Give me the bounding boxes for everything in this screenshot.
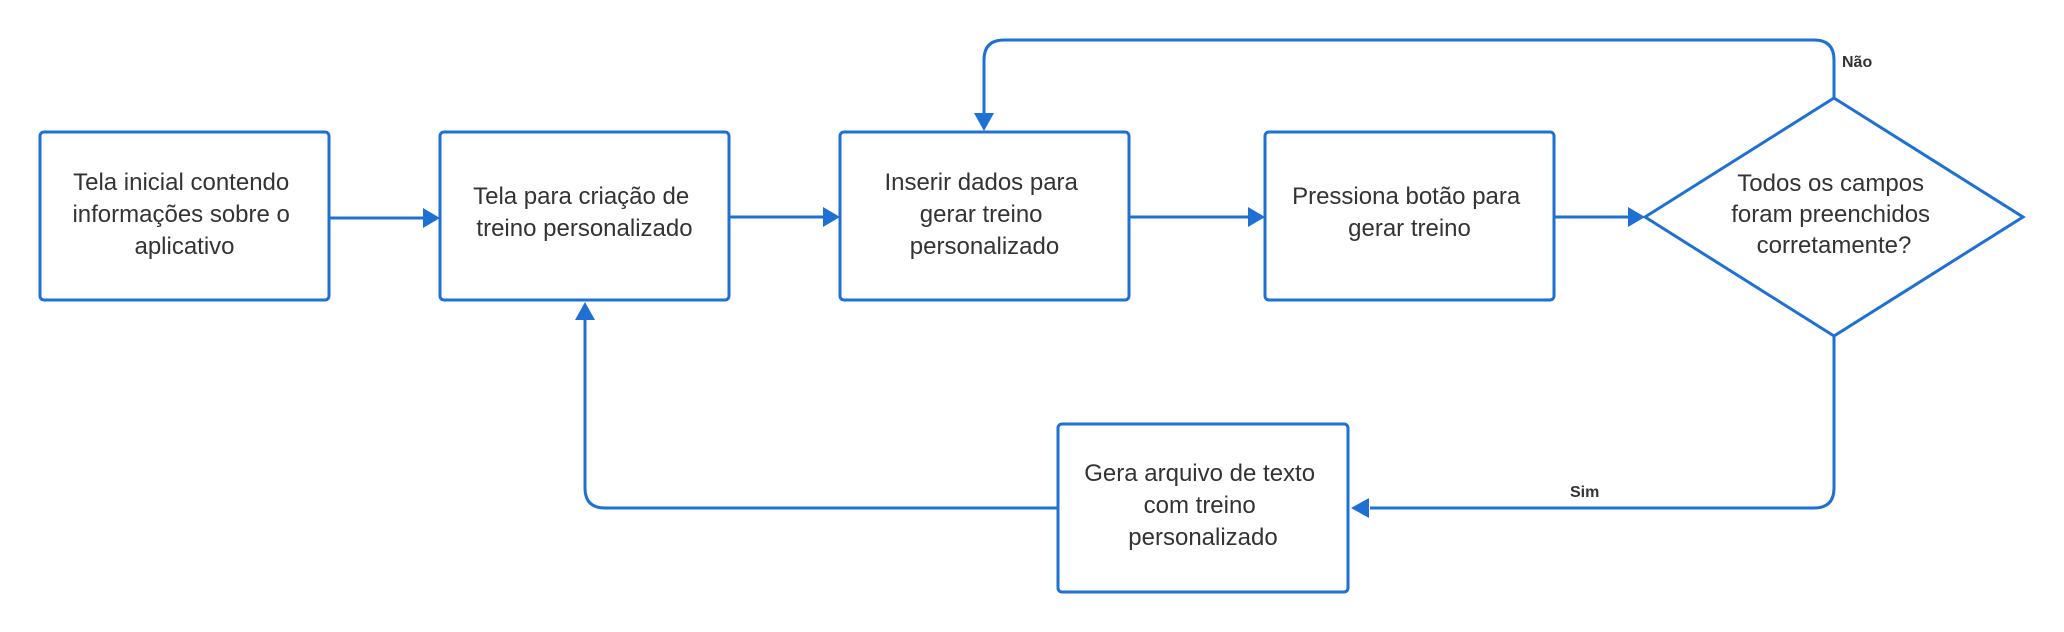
node-gera-arquivo-text: Gera arquivo de texto com treino persona…	[1084, 460, 1321, 551]
node-pressiona-botao-line-2: gerar treino	[1348, 215, 1471, 242]
node-inserir-dados: Inserir dados para gerar treino personal…	[838, 130, 1131, 302]
edge-gera-arquivo-to-tela-criacao	[583, 318, 1058, 510]
node-tela-criacao-line-2: treino personalizado	[476, 215, 692, 242]
node-pressiona-botao-box	[1263, 130, 1556, 302]
arrowhead-inserir-dados-left	[823, 207, 840, 227]
node-gera-arquivo-line-3: personalizado	[1128, 524, 1277, 551]
arrowhead-decisao-left	[1628, 207, 1645, 227]
node-tela-inicial-line-3: aplicativo	[134, 233, 234, 260]
arrowhead-gera-arquivo-right	[1351, 498, 1369, 518]
arrowhead-tela-criacao-bottom	[575, 302, 595, 320]
edges	[329, 38, 1836, 518]
node-decisao-campos: Todos os campos foram preenchidos corret…	[1642, 96, 2026, 338]
edge-label-sim: Sim	[1570, 484, 1599, 501]
node-gera-arquivo-box	[1056, 422, 1350, 594]
node-inserir-dados-line-3: personalizado	[910, 233, 1059, 260]
node-inserir-dados-text: Inserir dados para gerar treino personal…	[884, 169, 1084, 260]
node-gera-arquivo: Gera arquivo de texto com treino persona…	[1056, 422, 1350, 594]
node-pressiona-botao-text: Pressiona botão para gerar treino	[1292, 183, 1527, 242]
node-decisao-campos-line-1: Todos os campos	[1737, 170, 1924, 197]
node-tela-inicial: Tela inicial contendo informações sobre …	[38, 130, 331, 302]
node-gera-arquivo-line-2: com treino	[1144, 492, 1256, 519]
edge-label-nao: Não	[1842, 54, 1872, 71]
edge-labels: Não Sim	[1570, 54, 1872, 501]
node-tela-inicial-line-2: informações sobre o	[72, 201, 289, 228]
arrowhead-inserir-dados-top	[974, 113, 994, 131]
arrowhead-pressiona-botao-left	[1248, 207, 1265, 227]
node-pressiona-botao-line-1: Pressiona botão para	[1292, 183, 1521, 210]
node-tela-inicial-text: Tela inicial contendo informações sobre …	[72, 169, 296, 260]
node-inserir-dados-box	[838, 130, 1131, 302]
node-inserir-dados-line-2: gerar treino	[920, 201, 1043, 228]
node-tela-criacao-line-1: Tela para criação de	[473, 183, 689, 210]
node-tela-criacao-text: Tela para criação de treino personalizad…	[473, 183, 696, 242]
node-tela-criacao-box	[438, 130, 731, 302]
node-tela-inicial-box	[38, 130, 331, 302]
edge-decisao-to-gera-arquivo-sim	[1370, 336, 1836, 510]
node-gera-arquivo-line-1: Gera arquivo de texto	[1084, 460, 1315, 487]
node-decisao-campos-line-2: foram preenchidos	[1731, 201, 1930, 228]
node-decisao-campos-text: Todos os campos foram preenchidos corret…	[1731, 170, 1936, 259]
node-pressiona-botao: Pressiona botão para gerar treino	[1263, 130, 1556, 302]
node-decisao-campos-diamond	[1642, 96, 2026, 338]
node-inserir-dados-line-1: Inserir dados para	[884, 169, 1078, 196]
node-tela-inicial-line-1: Tela inicial contendo	[73, 169, 289, 196]
node-decisao-campos-line-3: corretamente?	[1757, 232, 1912, 259]
node-tela-criacao: Tela para criação de treino personalizad…	[438, 130, 731, 302]
edge-decisao-to-inserir-dados-nao	[982, 38, 1836, 114]
arrowhead-tela-criacao-left	[423, 208, 440, 228]
